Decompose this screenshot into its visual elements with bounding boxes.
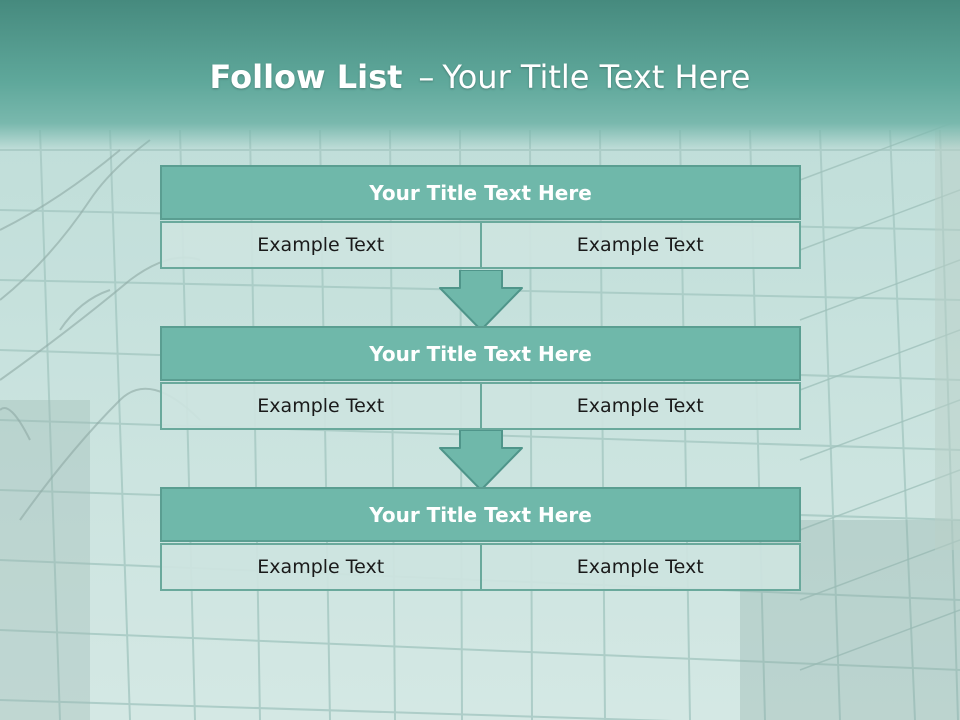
block-title: Your Title Text Here	[160, 165, 801, 220]
page-title-rest: Your Title Text Here	[442, 58, 751, 96]
block-cell-right: Example Text	[481, 543, 801, 591]
block-row: Example Text Example Text	[160, 221, 801, 269]
block-cell-left: Example Text	[160, 543, 482, 591]
list-block-1: Your Title Text Here Example Text Exampl…	[160, 165, 801, 269]
block-cell-right: Example Text	[481, 382, 801, 430]
down-arrow-icon	[439, 430, 523, 491]
block-cell-left: Example Text	[160, 221, 482, 269]
header-bar	[0, 0, 960, 150]
block-title: Your Title Text Here	[160, 326, 801, 381]
block-title: Your Title Text Here	[160, 487, 801, 542]
list-block-2: Your Title Text Here Example Text Exampl…	[160, 326, 801, 430]
list-block-3: Your Title Text Here Example Text Exampl…	[160, 487, 801, 591]
down-arrow-icon	[439, 270, 523, 331]
block-row: Example Text Example Text	[160, 382, 801, 430]
block-cell-left: Example Text	[160, 382, 482, 430]
page-title: Follow List–Your Title Text Here	[0, 52, 960, 102]
block-cell-right: Example Text	[481, 221, 801, 269]
block-row: Example Text Example Text	[160, 543, 801, 591]
page-title-dash: –	[418, 58, 435, 96]
page-title-bold: Follow List	[209, 58, 403, 96]
